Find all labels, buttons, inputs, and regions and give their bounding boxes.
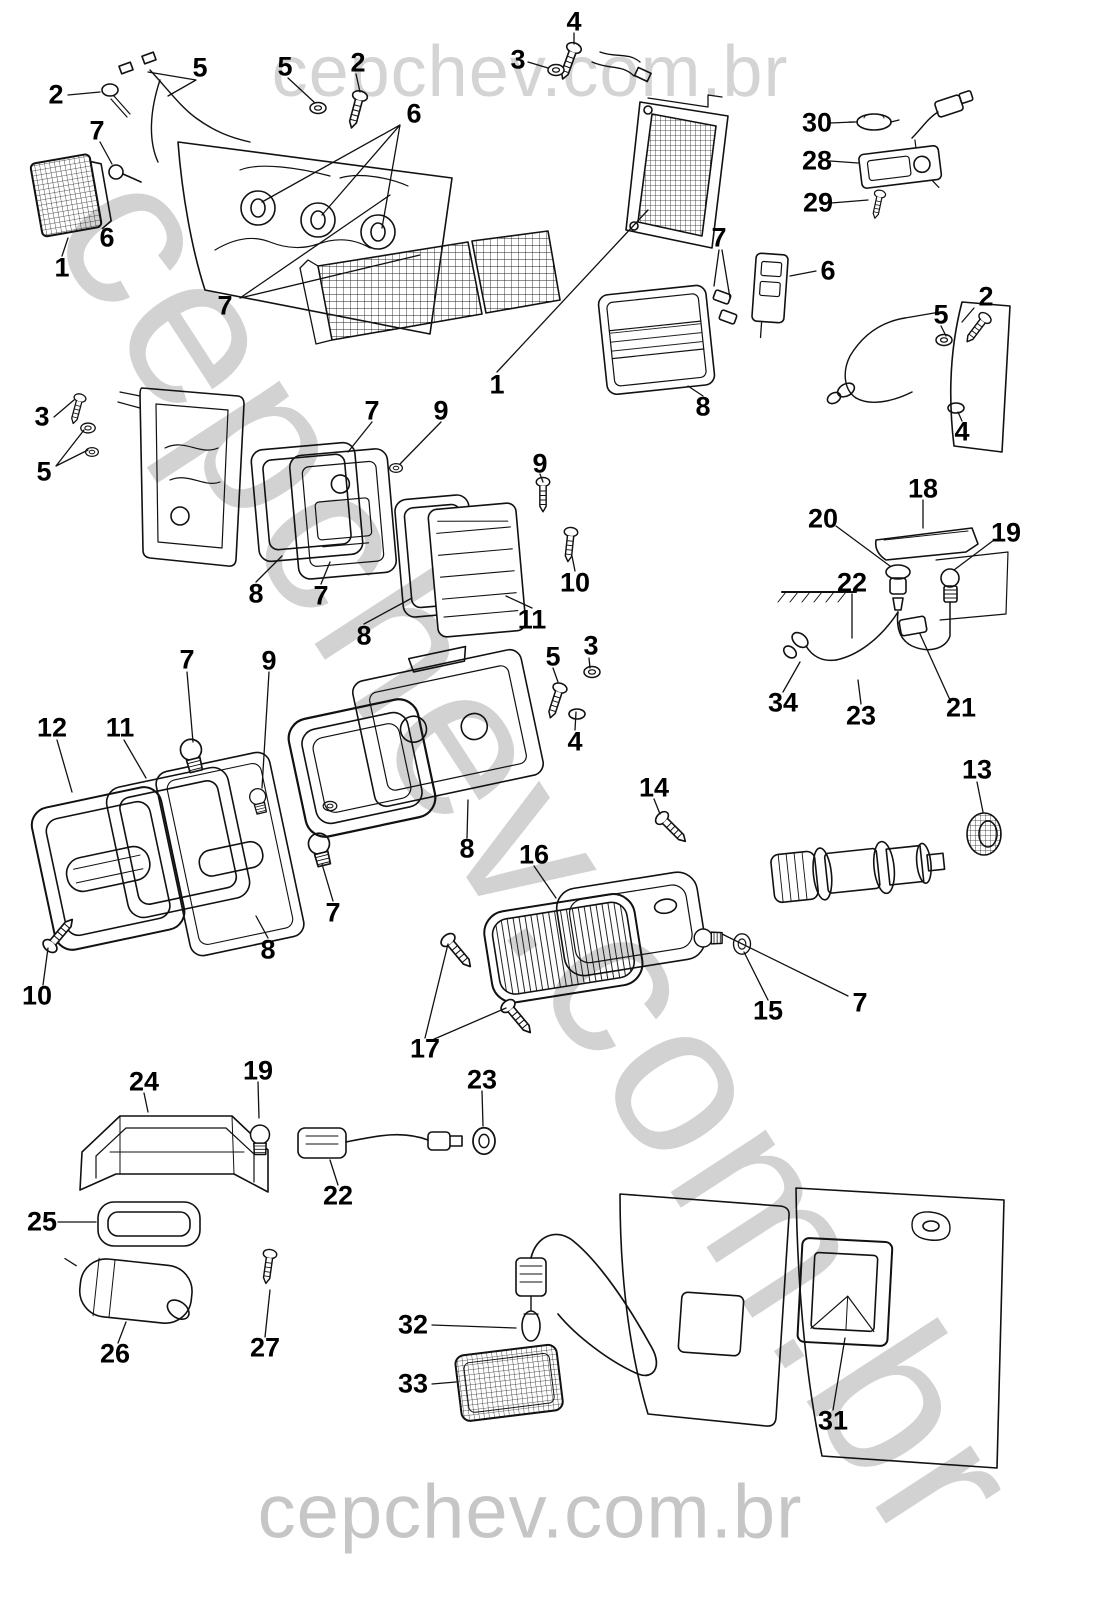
license-lamp-bulb-and-socket bbox=[848, 90, 974, 220]
front-marker-lamp-group bbox=[29, 51, 453, 335]
quarter-panel-left bbox=[66, 387, 245, 567]
rear-harness-bracket bbox=[826, 301, 1011, 453]
side-marker-lamp-group bbox=[437, 808, 1002, 1039]
rear-lamp-wiring-group bbox=[777, 527, 1009, 662]
leader-lines bbox=[42, 32, 995, 1411]
license-lamp-assembly bbox=[64, 1115, 496, 1325]
tail-lamp-lens-ribbed bbox=[597, 252, 789, 396]
rear-quarter-panels bbox=[454, 1187, 1005, 1469]
front-turn-lamp-exploded bbox=[30, 645, 601, 957]
tail-lamp-assembly-right bbox=[547, 39, 729, 249]
side-repeater-lamp-group bbox=[250, 441, 579, 638]
tail-lamp-lens-large bbox=[299, 230, 561, 345]
